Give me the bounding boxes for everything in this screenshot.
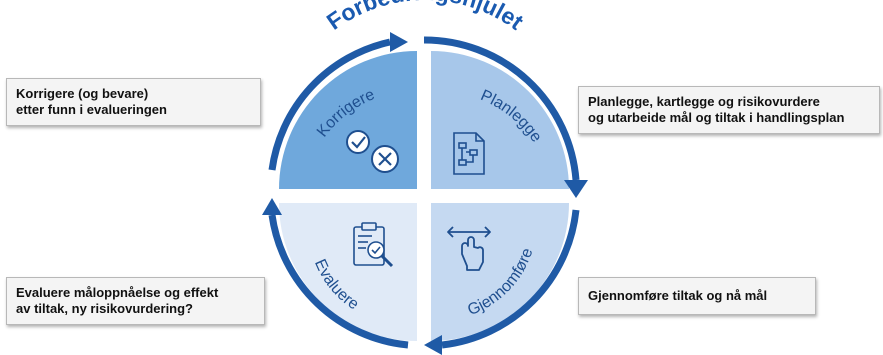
callout-korrigere: Korrigere (og bevare) etter funn i evalu… xyxy=(6,78,261,126)
quadrant-evaluere xyxy=(279,203,417,341)
arrowhead-planlegge xyxy=(564,180,588,198)
arrowhead-korrigere xyxy=(390,32,408,52)
arrow-arc-top-left xyxy=(268,38,391,171)
clipboard-magnifier-icon xyxy=(353,222,394,268)
check-circle-icon xyxy=(346,130,370,154)
quadrant-gjennomfore xyxy=(431,203,569,341)
arrow-arc-bottom-left xyxy=(268,214,409,349)
arrowhead-evaluere xyxy=(262,198,282,215)
quadrant-korrigere xyxy=(279,51,417,189)
wheel-title: Forbedringshjulet xyxy=(322,0,529,35)
arrow-arc-bottom-right xyxy=(441,209,580,349)
quadrant-planlegge xyxy=(431,51,569,189)
arrow-arc-top-right xyxy=(423,36,580,181)
callout-gjennomfore: Gjennomføre tiltak og nå mål xyxy=(578,277,816,315)
arrowhead-gjennomfore xyxy=(424,335,442,355)
x-circle-icon xyxy=(371,145,399,173)
callout-evaluere: Evaluere måloppnåelse og effekt av tilta… xyxy=(6,277,265,325)
callout-planlegge: Planlegge, kartlegge og risikovurdere og… xyxy=(578,86,880,134)
flowchart-document-icon xyxy=(453,132,485,175)
swipe-hand-icon xyxy=(447,226,491,271)
